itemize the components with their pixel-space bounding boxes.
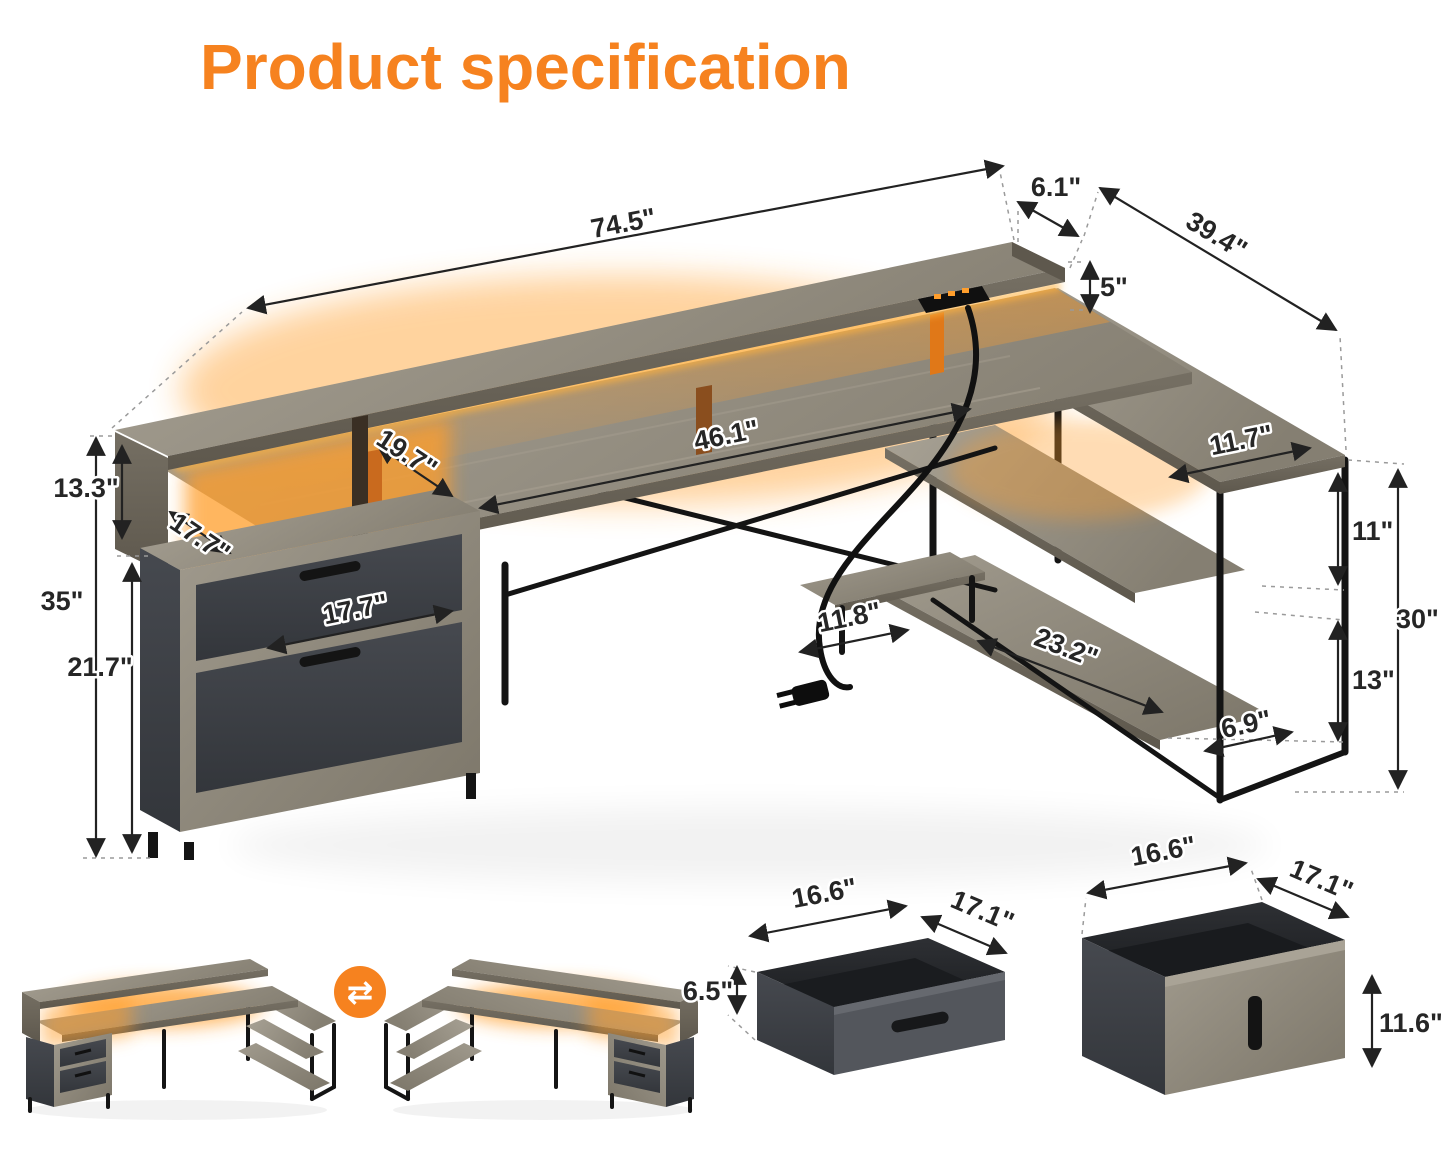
power-strip-outlet (948, 291, 955, 296)
dim-line-cpu-stand (798, 623, 910, 659)
large-drawer-interior-bottom (1106, 923, 1316, 980)
dim-line-top-length (246, 159, 1005, 315)
dim-line-shelf-depth (1203, 726, 1294, 757)
large-drawer-render: 16.6" 17.1" 11.6" (1082, 828, 1445, 1095)
small-drawer-handle (891, 1011, 949, 1033)
dim-large-depth: 17.1" (1286, 853, 1358, 906)
dim-line-return-width (1168, 441, 1312, 484)
ext-line (1347, 459, 1405, 465)
main-desk-render (115, 242, 1349, 883)
dim-line-desk-depth (1098, 186, 1338, 332)
dim-shelf-gap-upper: 11" (1352, 516, 1393, 546)
file-cabinet (115, 415, 480, 860)
ext-line (999, 171, 1015, 241)
ext-line (1069, 239, 1083, 269)
drawer-front-upper (196, 534, 462, 661)
cabinet-foot (466, 773, 476, 799)
small-drawer-left-wall (757, 972, 834, 1075)
dim-line-riser-depth (1016, 201, 1080, 237)
ext-line (727, 965, 756, 973)
ext-line (1254, 611, 1345, 621)
dim-line-large-depth (1256, 876, 1350, 920)
dim-line-cabinet-width (266, 604, 454, 655)
frame-floor-rail (1217, 749, 1348, 803)
dim-top-length: 74.5" (588, 202, 658, 244)
ext-line (111, 311, 243, 429)
large-drawer-front-rim (1165, 940, 1345, 987)
plug-prong (779, 699, 796, 709)
variant-thumbnail-left (22, 959, 336, 1120)
dim-cabinet-height: 21.7" (67, 652, 132, 682)
dim-small-height: 6.5" (683, 976, 733, 1006)
dim-desk-depth: 39.4" (1181, 206, 1252, 265)
cabinet-side (140, 548, 180, 832)
large-drawer-handle (1248, 996, 1262, 1050)
cpu-stand-edge (835, 572, 985, 613)
swap-icon-circle (334, 966, 386, 1018)
dimension-lines (86, 159, 1408, 858)
small-drawer-render: 16.6" 17.1" 6.5" (680, 870, 1021, 1075)
dim-small-depth: 17.1" (947, 884, 1019, 937)
variant-thumbnails: ⇄ (22, 959, 698, 1120)
drawer-handle (299, 561, 361, 581)
ext-line (1339, 335, 1347, 451)
dim-riser-height: 5" (1100, 272, 1128, 302)
dim-line-cabinet-top-depth (168, 510, 232, 555)
ext-line (1249, 865, 1263, 901)
swap-icon-glyph: ⇄ (347, 973, 374, 1011)
dim-riser-depth: 6.1" (1031, 172, 1081, 202)
floor-shadow (230, 807, 1270, 883)
small-drawer-front-rim (834, 972, 1005, 1015)
led-strip (174, 283, 1061, 471)
riser-support-lit (930, 312, 944, 375)
dim-line-shelf-length (976, 638, 1164, 715)
dim-hutch-gap: 13.3" (53, 473, 118, 503)
riser-front-edge (168, 268, 1065, 470)
ext-line (727, 1014, 756, 1041)
page-title: Product specification (200, 31, 851, 103)
power-cord (776, 305, 980, 709)
cabinet-foot (184, 842, 194, 860)
variant-thumbnail-right (384, 959, 698, 1120)
plug-icon (776, 679, 830, 709)
cord-cable (815, 305, 980, 691)
ext-line (1083, 191, 1099, 237)
dim-line-small-depth (920, 914, 1008, 956)
dim-line-desktop-depth (376, 444, 454, 498)
dim-total-height: 35" (41, 586, 84, 616)
riser-end-edge (1012, 242, 1065, 282)
drawer-front-lower (196, 622, 462, 793)
dim-return-height: 30" (1396, 604, 1439, 634)
small-drawer-interior-bottom (780, 958, 975, 1012)
ext-line (1081, 897, 1087, 935)
power-strip-outlet (962, 288, 969, 293)
plug-body (791, 679, 830, 706)
ext-line (1167, 737, 1345, 743)
dim-large-height: 11.6" (1379, 1008, 1443, 1038)
dim-line-large-width (1086, 856, 1248, 900)
dim-shelf-gap-lower: 13" (1352, 665, 1395, 695)
large-drawer-left-wall (1082, 938, 1165, 1095)
power-strip-outlet (934, 294, 941, 299)
cabinet-foot (148, 832, 158, 858)
dim-line-small-width (748, 899, 908, 943)
dim-line-desktop-length (478, 402, 972, 515)
cpu-stand-top (800, 552, 985, 605)
swap-icon: ⇄ (334, 966, 386, 1018)
plug-prong (776, 689, 794, 698)
ext-line (1261, 585, 1345, 591)
